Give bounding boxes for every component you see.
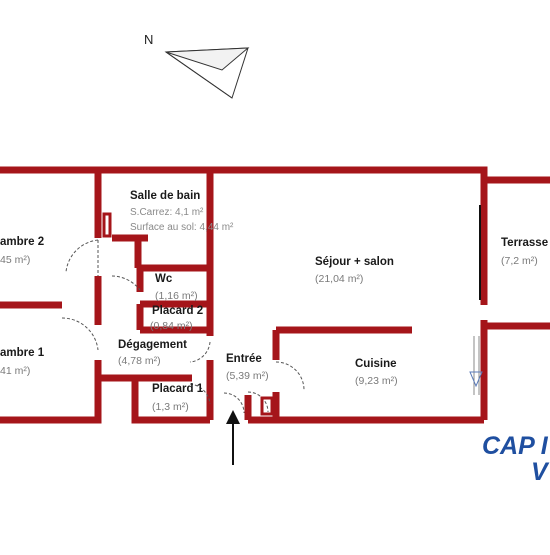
room-area-entree: (5,39 m²)	[226, 370, 269, 382]
room-area-placard-2: (0,84 m²)	[150, 320, 193, 332]
room-name-sejour: Séjour + salon	[315, 256, 394, 268]
room-area-chambre-1: 41 m²)	[0, 365, 31, 377]
room-area-degagement: (4,78 m²)	[118, 355, 161, 367]
room-surface-salle-de-bain: Surface au sol: 4,44 m²	[130, 222, 234, 233]
north-label: N	[144, 32, 154, 47]
room-name-placard-1: Placard 1	[152, 383, 204, 395]
fixtures	[102, 212, 274, 416]
brand-logo-line-1: CAP I	[482, 432, 548, 460]
room-name-placard-2: Placard 2	[152, 305, 204, 317]
room-area-chambre-2: 45 m²)	[0, 254, 31, 266]
brand-logo-line-2: V	[531, 458, 548, 486]
room-name-wc: Wc	[155, 273, 173, 285]
walls	[0, 166, 550, 424]
room-name-entree: Entrée	[226, 353, 262, 365]
room-area-cuisine: (9,23 m²)	[355, 375, 398, 387]
room-carrez-salle-de-bain: S.Carrez: 4,1 m²	[130, 207, 204, 218]
compass-arrow-icon	[164, 47, 250, 99]
room-name-salle-de-bain: Salle de bain	[130, 190, 201, 202]
room-name-degagement: Dégagement	[118, 339, 188, 351]
room-area-wc: (1,16 m²)	[155, 290, 198, 302]
room-area-terrasse: (7,2 m²)	[501, 255, 538, 267]
room-name-cuisine: Cuisine	[355, 358, 397, 370]
room-name-terrasse: Terrasse	[501, 237, 549, 249]
room-area-placard-1: (1,3 m²)	[152, 401, 189, 413]
terrace-window	[469, 205, 483, 395]
entrance-arrow-icon	[226, 410, 240, 465]
room-name-chambre-2: ambre 2	[0, 236, 45, 248]
room-name-chambre-1: ambre 1	[0, 347, 45, 359]
room-area-sejour: (21,04 m²)	[315, 273, 364, 285]
